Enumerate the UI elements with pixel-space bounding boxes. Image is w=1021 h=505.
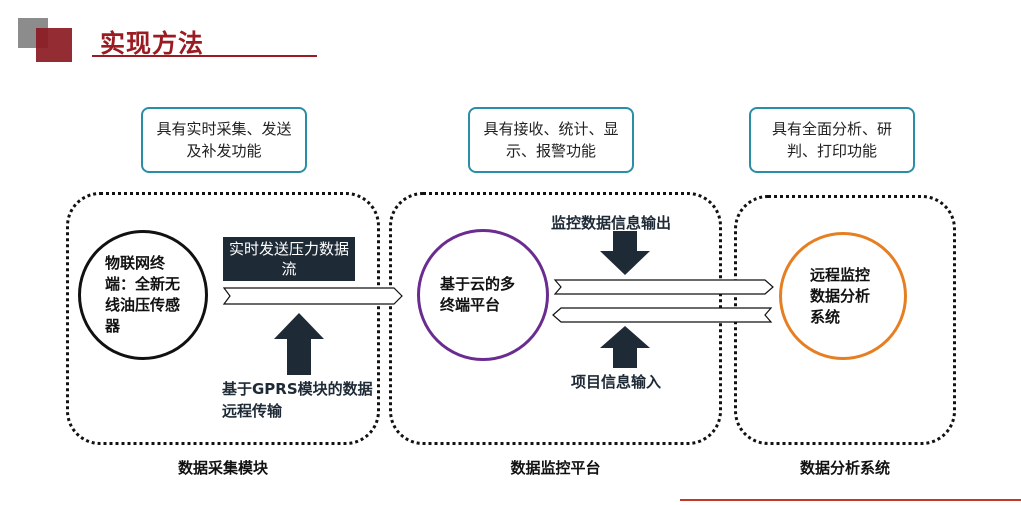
module-label-platform: 数据监控平台 — [510, 459, 601, 477]
feature-text: 具有实时采集、发送及补发功能 — [156, 120, 292, 160]
realtime-stream-text: 实时发送压力数据流 — [228, 240, 349, 278]
gprs-transmission-note: 基于GPRS模块的数据远程传输 — [222, 380, 373, 420]
iot-terminal-node: 物联网终端：全新无线油压传感器 — [78, 230, 208, 360]
flow-right-arrow — [553, 279, 774, 295]
project-input-label: 项目信息输入 — [571, 373, 662, 391]
data-stream-arrow — [222, 287, 403, 305]
monitor-output-label: 监控数据信息输出 — [551, 214, 672, 232]
module-data-collection — [66, 192, 380, 445]
analysis-system-node: 远程监控数据分析系统 — [779, 232, 907, 360]
module-label-analysis: 数据分析系统 — [799, 459, 890, 477]
title-underline — [92, 55, 317, 57]
header-decor-square-red — [36, 28, 72, 62]
realtime-stream-label: 实时发送压力数据流 — [223, 237, 355, 281]
input-up-arrow-icon — [600, 326, 650, 368]
feature-callout-analysis: 具有全面分析、研判、打印功能 — [749, 107, 915, 173]
footer-accent-line — [680, 499, 1021, 501]
feature-text: 具有全面分析、研判、打印功能 — [771, 120, 892, 160]
output-down-arrow-icon — [600, 231, 650, 275]
module-label-collection: 数据采集模块 — [177, 459, 268, 477]
feature-callout-collection: 具有实时采集、发送及补发功能 — [141, 107, 307, 173]
feature-callout-platform: 具有接收、统计、显示、报警功能 — [468, 107, 634, 173]
iot-terminal-label: 物联网终端：全新无线油压传感器 — [105, 254, 181, 335]
cloud-platform-label: 基于云的多终端平台 — [440, 275, 516, 314]
gprs-upload-arrow-icon — [274, 313, 324, 375]
analysis-system-label: 远程监控数据分析系统 — [810, 265, 871, 326]
feature-text: 具有接收、统计、显示、报警功能 — [483, 120, 619, 160]
flow-left-arrow — [552, 307, 773, 323]
page-title: 实现方法 — [100, 29, 205, 58]
cloud-platform-node: 基于云的多终端平台 — [417, 229, 549, 361]
